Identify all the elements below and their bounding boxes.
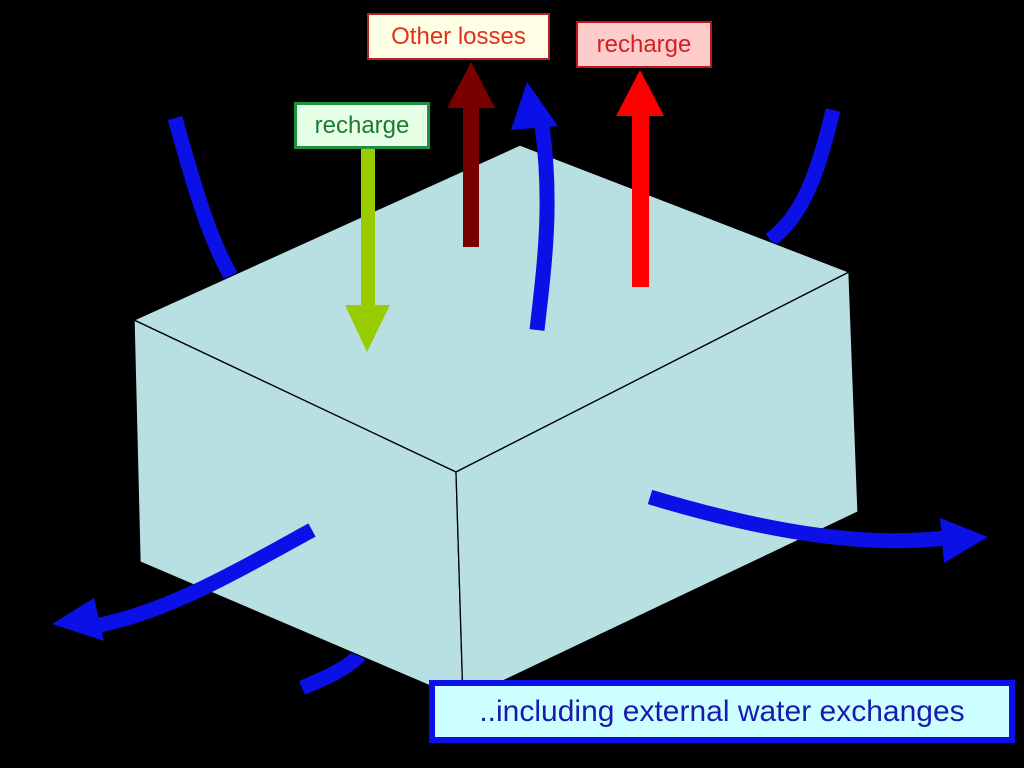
box-right-face bbox=[455, 270, 859, 702]
flow-line-back-right bbox=[765, 108, 841, 247]
aquifer-box bbox=[132, 144, 859, 702]
recharge-in-arrow bbox=[345, 148, 390, 352]
right-outflow-arrow bbox=[647, 489, 988, 563]
other-losses-arrow bbox=[447, 62, 495, 247]
recharge-out-arrow bbox=[616, 70, 664, 287]
recharge-in-label: recharge bbox=[294, 102, 430, 149]
left-outflow-arrow bbox=[52, 523, 316, 641]
other-losses-label: Other losses bbox=[367, 13, 550, 60]
upward-flow-arrow bbox=[511, 82, 558, 331]
caption-label: ..including external water exchanges bbox=[429, 680, 1015, 743]
recharge-out-label: recharge bbox=[576, 21, 712, 68]
flow-line-bottom bbox=[299, 649, 366, 695]
flow-line-back-left bbox=[167, 115, 239, 282]
